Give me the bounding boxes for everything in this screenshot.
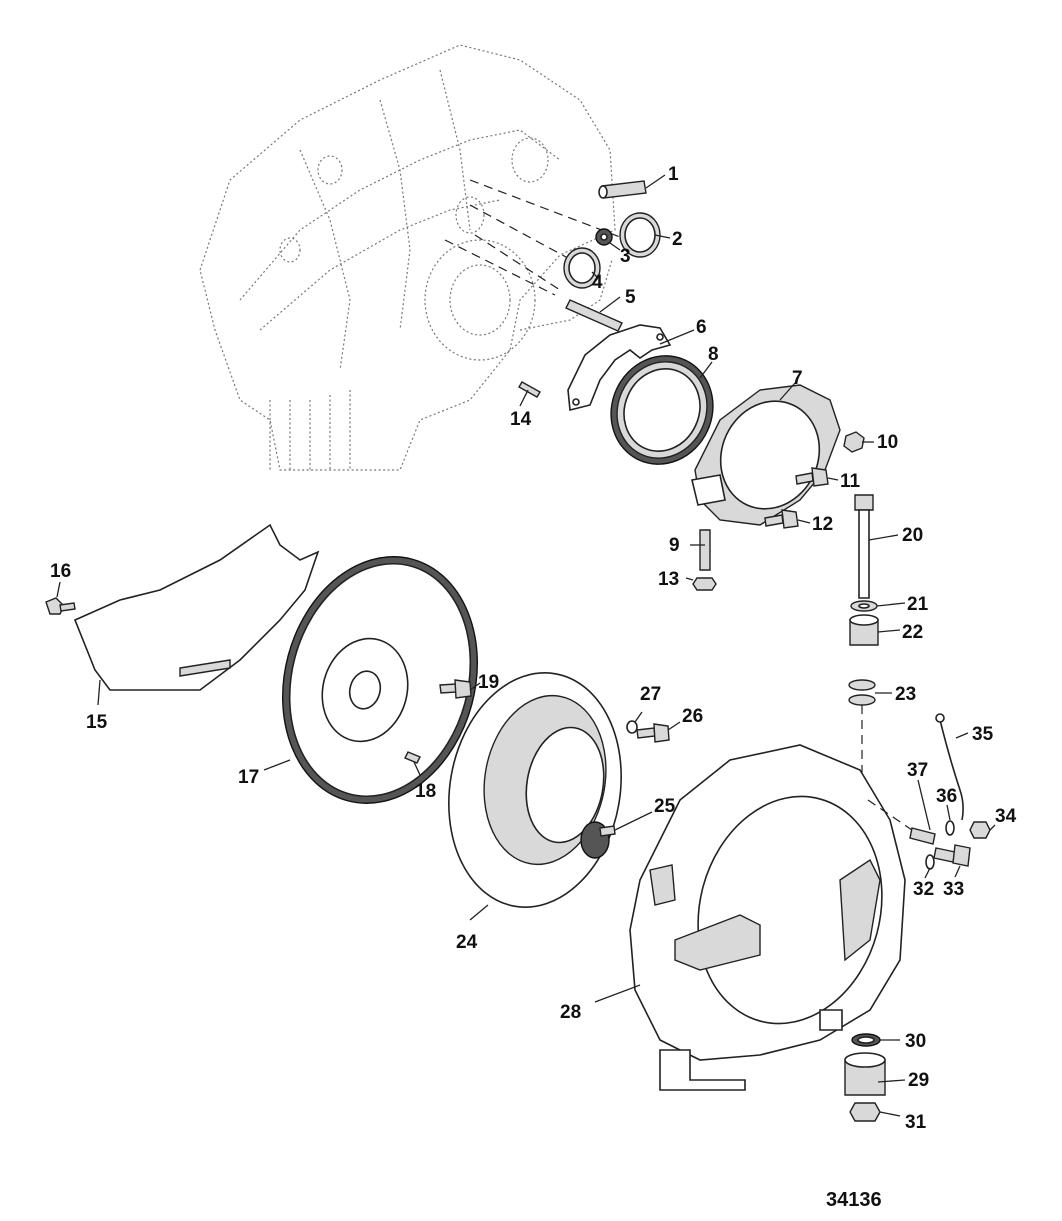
alignment-line-right xyxy=(867,799,913,831)
figure-id: 34136 xyxy=(826,1189,882,1211)
callout-20: 20 xyxy=(902,525,923,546)
part-10-nut xyxy=(843,431,865,453)
part-6-gasket xyxy=(567,324,672,412)
part-3-plug xyxy=(595,228,613,246)
part-36-washer xyxy=(945,820,955,836)
callout-6: 6 xyxy=(696,317,707,338)
callout-31: 31 xyxy=(905,1112,927,1133)
part-9-stud xyxy=(699,529,711,571)
callout-11: 11 xyxy=(840,471,861,492)
callout-9: 9 xyxy=(669,535,680,556)
callout-27: 27 xyxy=(640,684,661,705)
callout-28: 28 xyxy=(560,1002,581,1023)
callout-7: 7 xyxy=(792,368,803,389)
callout-labels: 1 2 3 4 5 6 7 8 9 10 11 12 13 14 15 16 1… xyxy=(50,164,1017,1133)
callout-23: 23 xyxy=(895,684,916,705)
callout-29: 29 xyxy=(908,1070,929,1091)
callout-33: 33 xyxy=(943,879,964,900)
part-29-mount-bushing xyxy=(844,1052,886,1096)
callout-32: 32 xyxy=(913,879,934,900)
callout-26: 26 xyxy=(682,706,703,727)
part-4-ring-seal xyxy=(563,247,601,289)
part-30-washer xyxy=(851,1033,881,1047)
callout-22: 22 xyxy=(902,622,923,643)
callout-16: 16 xyxy=(50,561,71,582)
part-35-ground-wire xyxy=(935,713,964,821)
callout-14: 14 xyxy=(510,409,532,430)
part-19-bolt xyxy=(439,679,472,699)
callout-19: 19 xyxy=(478,672,499,693)
part-2-ring-seal xyxy=(619,212,661,258)
part-33-bolt xyxy=(933,844,971,867)
part-22-spacer xyxy=(849,614,879,646)
callout-35: 35 xyxy=(972,724,994,745)
part-18-pin xyxy=(404,751,421,764)
part-12-bolt xyxy=(764,509,799,529)
part-32-washer xyxy=(925,854,935,870)
callout-8: 8 xyxy=(708,344,719,365)
part-7-seal-housing xyxy=(691,384,841,526)
callout-12: 12 xyxy=(812,514,833,535)
callout-4: 4 xyxy=(592,272,603,293)
callout-10: 10 xyxy=(877,432,898,453)
callout-3: 3 xyxy=(620,246,631,267)
part-8-rear-seal xyxy=(610,355,714,465)
part-37-stud xyxy=(909,827,936,845)
callout-1: 1 xyxy=(668,164,679,185)
callout-17: 17 xyxy=(238,767,259,788)
part-16-bolt xyxy=(45,597,76,615)
callout-24: 24 xyxy=(456,932,478,953)
part-15-flywheel-shield xyxy=(73,523,320,691)
callout-13: 13 xyxy=(658,569,679,590)
part-34-nut xyxy=(969,821,991,839)
callout-34: 34 xyxy=(995,806,1017,827)
leader-lines xyxy=(56,174,996,1117)
part-23-washers xyxy=(848,679,876,706)
part-26-bolt xyxy=(636,723,670,743)
part-24-drive-plate xyxy=(448,672,622,908)
part-1-dowel-pin xyxy=(598,180,647,199)
callout-2: 2 xyxy=(672,229,683,250)
callout-37: 37 xyxy=(907,760,928,781)
callout-25: 25 xyxy=(654,796,676,817)
callout-21: 21 xyxy=(907,594,929,615)
part-20-long-bolt xyxy=(854,494,874,599)
part-13-nut xyxy=(692,577,717,591)
part-17-flywheel xyxy=(282,556,478,804)
callout-15: 15 xyxy=(86,712,108,733)
part-27-washer xyxy=(626,720,638,734)
part-31-nut xyxy=(849,1102,881,1122)
part-21-washer xyxy=(850,600,878,612)
callout-36: 36 xyxy=(936,786,957,807)
part-5-stud xyxy=(565,299,623,332)
callout-30: 30 xyxy=(905,1031,926,1052)
callout-5: 5 xyxy=(625,287,636,308)
part-14-pin xyxy=(518,381,541,398)
callout-18: 18 xyxy=(415,781,436,802)
part-11-bolt xyxy=(795,467,829,487)
flywheel-housing xyxy=(629,744,906,1091)
engine-block-outline xyxy=(199,44,616,471)
part-25-set-screw xyxy=(599,825,616,837)
